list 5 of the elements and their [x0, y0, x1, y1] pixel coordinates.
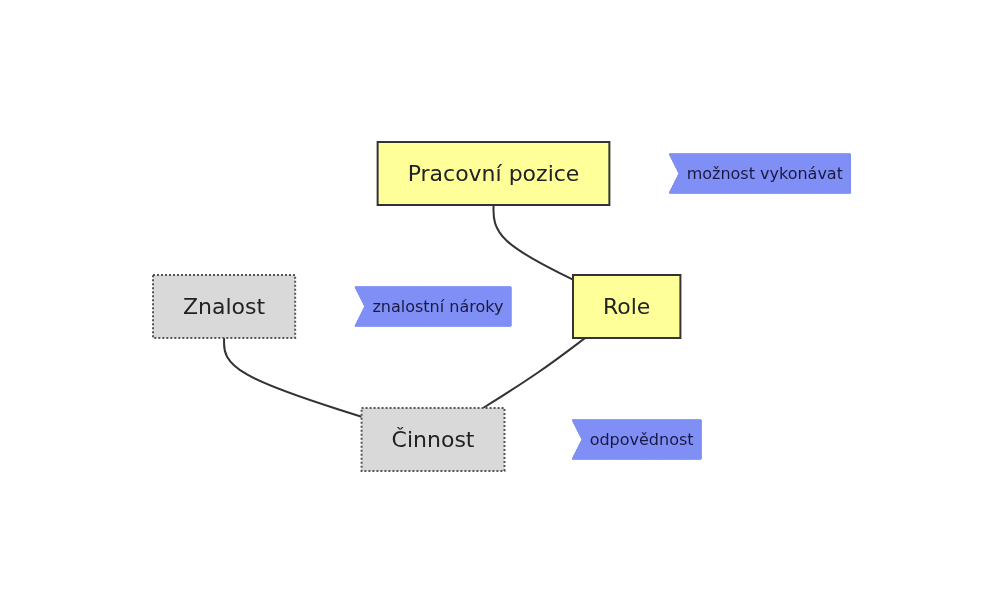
node-box: Pracovní pozice: [376, 140, 611, 206]
connector: [482, 336, 587, 409]
node-box: Znalost: [152, 273, 297, 339]
node-box: Činnost: [360, 406, 506, 472]
node-box: Role: [572, 273, 682, 339]
